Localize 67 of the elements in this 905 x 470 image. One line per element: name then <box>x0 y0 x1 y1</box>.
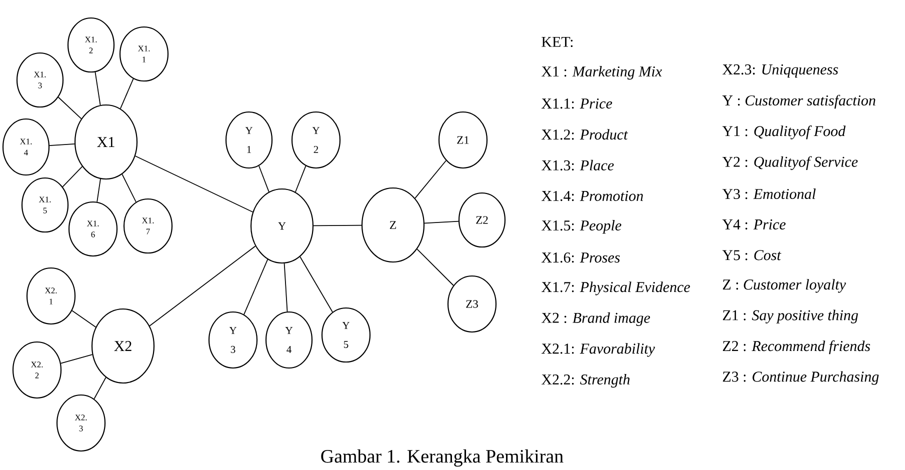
caption: Gambar 1. Kerangka Pemikiran <box>321 449 564 467</box>
key-entry: X1.6: Proses <box>542 252 620 263</box>
key-entry: Y4 : Price <box>722 219 786 230</box>
key-entry: X1.7: Physical Evidence <box>542 282 690 296</box>
key-entry: X1.3: Place <box>542 160 614 170</box>
connector-line <box>62 166 83 188</box>
key-heading: KET: <box>542 36 573 48</box>
connector-line <box>134 156 254 212</box>
ellipse-node: Z2 <box>458 192 506 248</box>
connector-line <box>244 258 268 315</box>
ellipse-node: Z1 <box>438 111 488 169</box>
connector-line <box>149 246 256 326</box>
connector-line <box>258 165 270 192</box>
ellipse-node: Y 2 <box>291 111 341 169</box>
connector-line <box>120 78 134 110</box>
ellipse-node: X2. 2 <box>12 341 62 399</box>
connector-line <box>284 263 288 312</box>
ellipse-node: X2. 1 <box>26 267 76 325</box>
ellipse-node: X2. 3 <box>56 394 106 452</box>
connector-line <box>122 174 136 202</box>
key-entry: Y5 : Cost <box>722 250 782 260</box>
ellipse-node: Z3 <box>447 275 497 333</box>
ellipse-node: X1 <box>74 104 138 180</box>
ellipse-node: X1. 4 <box>2 118 50 176</box>
connector-line <box>295 165 306 192</box>
key-entry: X2 : Brand image <box>542 312 650 326</box>
connector-line <box>300 256 333 312</box>
key-entry: Z : Customer loyalty <box>722 279 846 293</box>
key-entry: X1.2: Product <box>542 129 628 140</box>
ellipse-node: Y 5 <box>321 307 371 363</box>
key-entry: Y2 : Qualityof Service <box>722 156 858 170</box>
ellipse-node: X1. 5 <box>21 177 69 233</box>
connector-line <box>72 310 96 328</box>
key-entry: X1.4: Promotion <box>542 190 643 202</box>
connector-line <box>94 72 101 106</box>
ellipse-node: X2 <box>91 308 155 384</box>
key-entry: Z1 : Say positive thing <box>722 310 858 324</box>
connector-line <box>416 248 454 286</box>
ellipse-node: X1. 1 <box>119 26 169 82</box>
ellipse-node: X1. 2 <box>67 17 115 73</box>
ellipse-node: Y 4 <box>265 311 313 369</box>
connector-line <box>58 96 82 120</box>
ellipse-node: Y 3 <box>208 311 258 369</box>
connector-line <box>49 144 75 146</box>
key-entry: Y1 : Qualityof Food <box>722 126 846 140</box>
ellipse-node: X1. 7 <box>123 198 173 254</box>
key-entry: X1.1: Price <box>542 98 612 109</box>
key-entry: Y3 : Emotional <box>722 188 816 200</box>
ellipse-node: Y <box>250 188 314 264</box>
key-entry: X1 : Marketing Mix <box>542 66 662 80</box>
key-entry: X1.5: People <box>542 220 622 234</box>
connector-line <box>96 178 101 202</box>
connector-line <box>424 220 459 224</box>
key-entry: X2.2: Strength <box>542 374 630 388</box>
key-entry: X2.3: Uniqqueness <box>722 64 838 78</box>
connector-line <box>60 354 93 364</box>
key-entry: X2.1: Favorability <box>542 343 655 357</box>
key-entry: Z2 : Recommend friends <box>722 340 870 354</box>
ellipse-node: Y 1 <box>225 111 273 169</box>
connector-line <box>313 224 362 226</box>
ellipse-node: X1. 3 <box>16 52 64 108</box>
ellipse-node: X1. 6 <box>68 201 118 257</box>
key-entry: Y : Customer satisfaction <box>722 94 876 109</box>
connector-line <box>94 377 106 400</box>
connector-line <box>414 160 446 199</box>
ellipse-node: Z <box>361 187 425 263</box>
key-entry: Z3 : Continue Purchasing <box>722 371 879 385</box>
